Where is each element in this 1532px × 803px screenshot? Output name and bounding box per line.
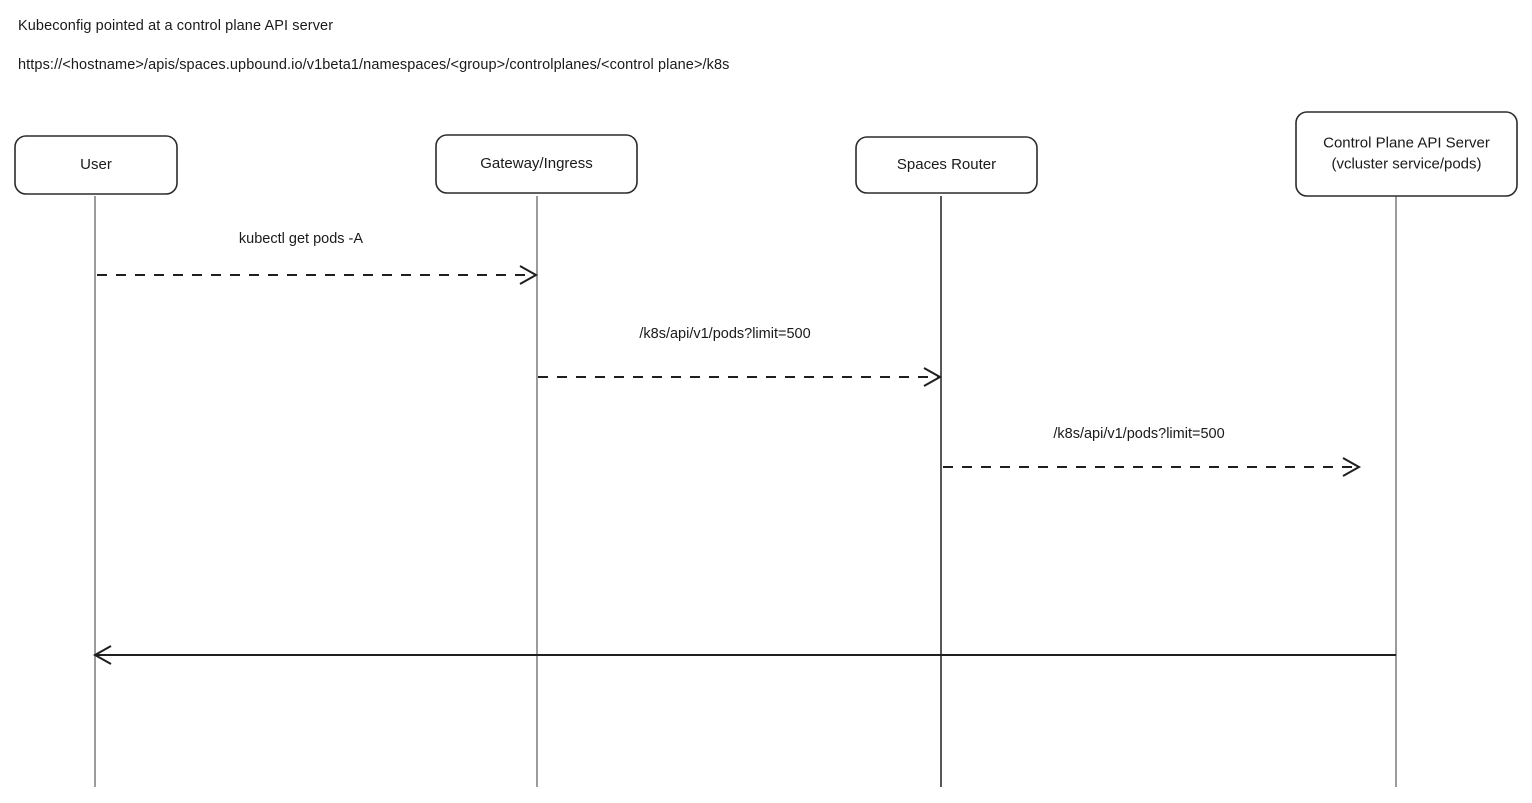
msg-gateway-to-router: /k8s/api/v1/pods?limit=500 <box>538 326 943 387</box>
participant-label: User <box>80 156 112 173</box>
kubeconfig-url: https://<hostname>/apis/spaces.upbound.i… <box>18 57 730 73</box>
message-label: /k8s/api/v1/pods?limit=500 <box>639 326 810 342</box>
arrowhead-icon <box>923 367 943 387</box>
participant-label: (vcluster service/pods) <box>1331 155 1481 172</box>
arrowhead-icon <box>1342 457 1362 477</box>
participant-box[interactable] <box>435 134 638 194</box>
msg-router-to-apiserver: /k8s/api/v1/pods?limit=500 <box>943 426 1362 477</box>
participant-box[interactable] <box>1295 111 1518 197</box>
participant-user[interactable]: User <box>14 135 178 195</box>
arrowhead-icon <box>92 645 112 665</box>
page-title: Kubeconfig pointed at a control plane AP… <box>18 18 334 34</box>
participants-group: User Gateway/Ingress Spaces Router Control … <box>14 111 1518 197</box>
message-label: kubectl get pods -A <box>239 231 363 247</box>
participant-apiserver[interactable]: Control Plane API Server (vcluster servic… <box>1295 111 1518 197</box>
participant-gateway[interactable]: Gateway/Ingress <box>435 134 638 194</box>
participant-label: Spaces Router <box>897 156 996 173</box>
participant-label: Control Plane API Server <box>1323 134 1490 151</box>
arrowhead-icon <box>519 265 539 285</box>
participant-box[interactable] <box>14 135 178 195</box>
participant-box[interactable] <box>855 136 1038 194</box>
msg-kubectl-get-pods: kubectl get pods -A <box>97 231 539 285</box>
lifelines-group <box>94 196 1397 787</box>
msg-response-to-user <box>92 645 1396 665</box>
participant-label: Gateway/Ingress <box>480 155 593 172</box>
messages-group: kubectl get pods -A/k8s/api/v1/pods?limi… <box>92 231 1396 665</box>
participant-router[interactable]: Spaces Router <box>855 136 1038 194</box>
message-label: /k8s/api/v1/pods?limit=500 <box>1053 426 1224 442</box>
